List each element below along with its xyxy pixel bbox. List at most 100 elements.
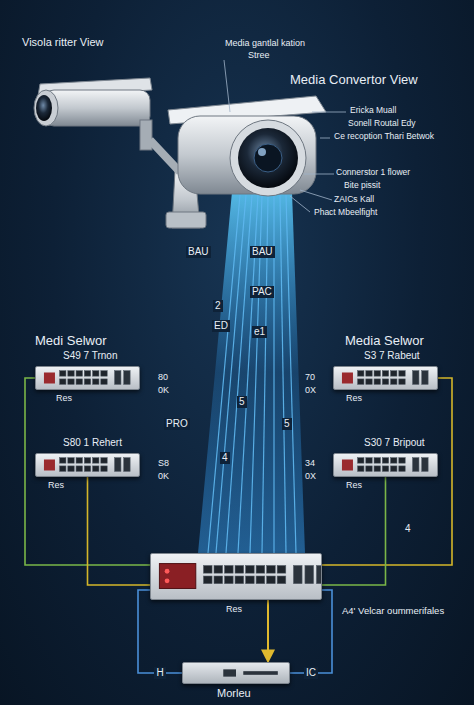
port xyxy=(68,379,74,385)
callout-text: Visola ritter View xyxy=(22,36,104,49)
port xyxy=(358,458,364,464)
port xyxy=(101,379,107,385)
port xyxy=(246,565,255,573)
port xyxy=(93,379,99,385)
port xyxy=(93,371,99,377)
status-led xyxy=(165,569,170,574)
callout-text: S8 xyxy=(158,458,169,468)
port xyxy=(382,466,388,472)
callout-text: Ce recoption Thari Betwok xyxy=(334,132,434,142)
port xyxy=(68,466,74,472)
port xyxy=(391,379,397,385)
port xyxy=(93,466,99,472)
connector xyxy=(322,378,452,565)
connector-label: IC xyxy=(304,667,318,679)
status-led xyxy=(165,578,170,583)
connector xyxy=(88,477,151,585)
port xyxy=(366,466,372,472)
port xyxy=(399,458,405,464)
uplink-port xyxy=(115,371,121,385)
port xyxy=(60,371,66,377)
port xyxy=(358,379,364,385)
console-panel xyxy=(159,564,195,589)
port xyxy=(277,565,286,573)
device-heading: S49 7 Trnon xyxy=(63,350,117,362)
media-switch: S80 1 RehertRes xyxy=(35,453,140,477)
device-label: Morleu xyxy=(217,687,251,700)
media-switch: S30 7 BripoutRes xyxy=(333,453,438,477)
callout-text: ZAICs Kall xyxy=(334,195,374,205)
connector xyxy=(290,590,332,673)
port xyxy=(93,458,99,464)
uplink-port xyxy=(413,371,419,385)
device-label: Res xyxy=(226,604,242,614)
port xyxy=(366,379,372,385)
section-heading: Medi Selwor xyxy=(35,334,107,349)
device-label: Res xyxy=(48,480,64,490)
port xyxy=(256,576,265,584)
uplink-port xyxy=(124,458,130,472)
port xyxy=(374,466,380,472)
signal-label: e1 xyxy=(252,326,267,338)
port xyxy=(246,576,255,584)
signal-label: 5 xyxy=(237,396,247,408)
device-face xyxy=(36,454,139,476)
device-heading: S30 7 Bripout xyxy=(364,437,425,449)
callout-text: Media gantlal kation xyxy=(225,38,305,48)
callout-text: Sonell Routal Edy xyxy=(348,119,416,129)
uplink-port xyxy=(422,458,428,472)
device-face xyxy=(36,367,139,389)
section-heading: Media Convertor View xyxy=(290,73,418,88)
display-port xyxy=(223,669,236,676)
port xyxy=(84,371,90,377)
callout-text: Phact Mbeelfight xyxy=(314,208,377,218)
port xyxy=(267,576,276,584)
device-label: Res xyxy=(56,393,72,403)
core-switch: Res xyxy=(150,553,322,600)
port xyxy=(214,576,223,584)
device-face xyxy=(183,663,289,683)
device-face xyxy=(151,554,321,599)
port xyxy=(225,576,234,584)
port xyxy=(399,371,405,377)
device-face xyxy=(334,367,437,389)
signal-label: ED xyxy=(212,320,230,332)
port xyxy=(76,371,82,377)
port xyxy=(60,458,66,464)
callout-text: 0X xyxy=(305,471,316,481)
port xyxy=(84,458,90,464)
callout-text: 80 xyxy=(158,372,168,382)
signal-label: PAC xyxy=(250,286,274,298)
port xyxy=(399,466,405,472)
port xyxy=(76,466,82,472)
callout-text: 34 xyxy=(305,458,315,468)
callout-text: A4' Velcar oummerifales xyxy=(342,606,444,617)
port xyxy=(277,576,286,584)
callout-text: 70 xyxy=(305,372,315,382)
port xyxy=(76,458,82,464)
port xyxy=(60,379,66,385)
port xyxy=(382,379,388,385)
port xyxy=(203,565,212,573)
callout-text: Connerstor 1 flower xyxy=(336,168,410,178)
port xyxy=(366,371,372,377)
connector xyxy=(322,477,386,585)
callout-text: 4 xyxy=(405,523,411,535)
connector xyxy=(138,590,182,673)
section-heading: Media Selwor xyxy=(345,334,424,349)
port xyxy=(60,466,66,472)
port xyxy=(225,565,234,573)
signal-label: BAU xyxy=(186,246,211,258)
callout-text: 0X xyxy=(305,385,316,395)
port xyxy=(382,371,388,377)
main-camera xyxy=(168,96,326,196)
connector xyxy=(267,600,269,662)
status-panel xyxy=(44,460,55,471)
port xyxy=(203,576,212,584)
callout-text: Stree xyxy=(248,50,270,60)
device-heading: S80 1 Rehert xyxy=(63,437,122,449)
status-panel xyxy=(342,373,353,384)
vent-slot xyxy=(243,671,278,675)
callout-text: Ericka Muall xyxy=(350,106,396,116)
port xyxy=(358,371,364,377)
